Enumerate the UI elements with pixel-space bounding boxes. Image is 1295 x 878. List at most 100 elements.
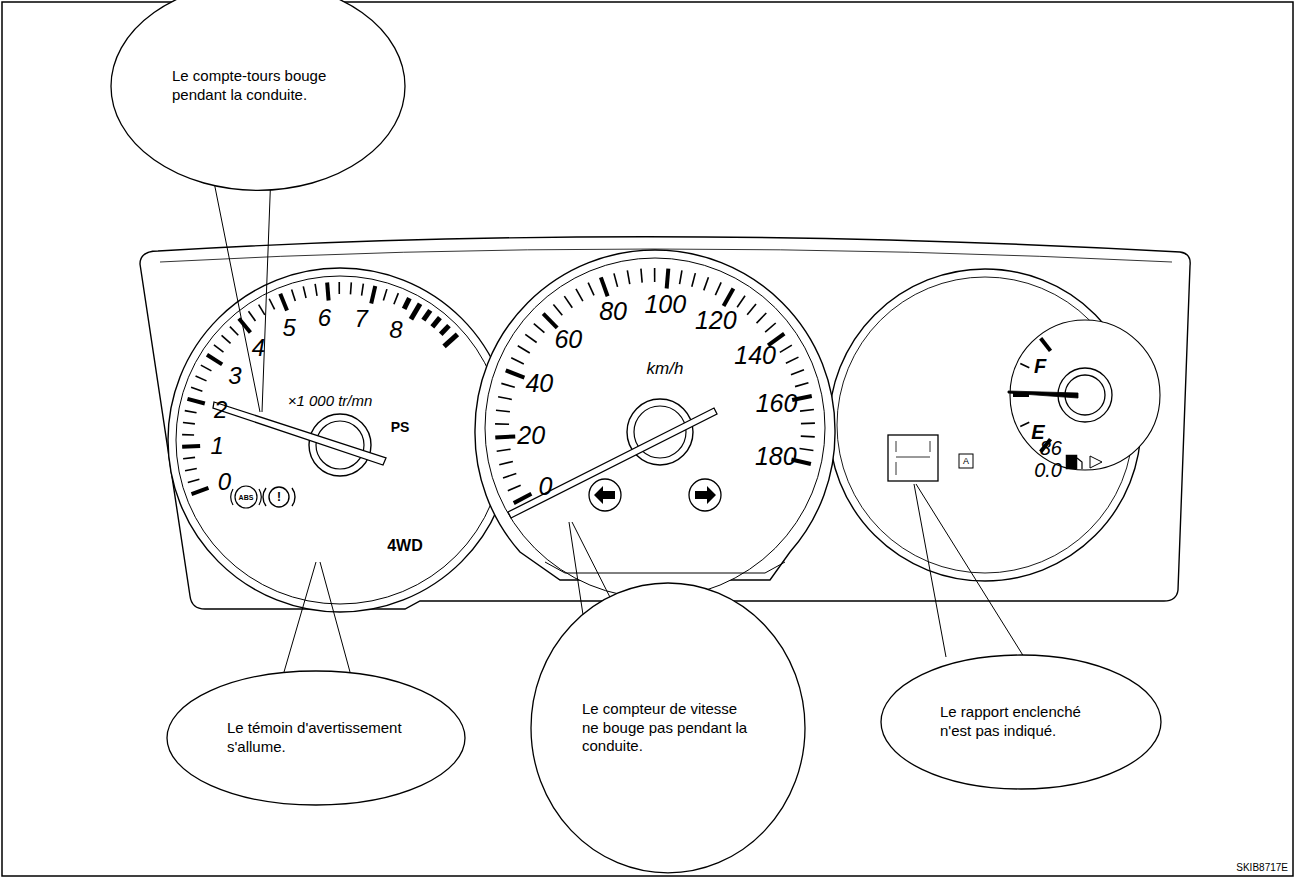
gauge-label: PS [391, 420, 410, 434]
speed-ticks [654, 268, 656, 282]
speed-ticks [553, 304, 562, 315]
fuel-ticks [1041, 338, 1051, 351]
speed-ticks [765, 323, 776, 332]
gauge-label: 7 [354, 307, 367, 331]
tach-ticks [404, 298, 409, 309]
gear-display [888, 435, 938, 481]
tach-ticks [394, 293, 398, 304]
tach-ticks [280, 294, 287, 311]
tach-ticks [185, 468, 197, 470]
speed-ticks [780, 345, 792, 352]
tach-ticks [371, 286, 375, 304]
tach-ticks [432, 318, 440, 327]
tachometer [176, 276, 504, 604]
speed-ticks [724, 289, 734, 306]
gauge-label: 0.0 [1034, 460, 1062, 480]
speed-ticks [704, 277, 709, 290]
leader-line [284, 562, 350, 672]
speed-ticks [601, 277, 608, 296]
speed-ticks [737, 296, 745, 308]
gauge-label: 180 [755, 443, 797, 468]
gauge-label: 6 [318, 306, 331, 330]
speed-ticks [499, 462, 513, 465]
speed-ticks [576, 289, 583, 301]
tach-ticks [201, 365, 212, 371]
gauge-label: ! [277, 491, 281, 503]
tachometer [168, 268, 512, 612]
callout-text: Le compte-tours bouge pendant la conduit… [172, 67, 344, 105]
speed-ticks [497, 449, 511, 451]
right-pod [1090, 456, 1102, 468]
gauge-label: 0 [218, 470, 231, 494]
gauge-label: 60 [554, 327, 582, 352]
tach-ticks [292, 290, 296, 301]
gauge-label: 80 [599, 299, 627, 324]
speed-ticks [747, 304, 756, 315]
speed-ticks [801, 422, 815, 424]
gauge-label: 1 [210, 434, 223, 458]
speed-ticks [800, 449, 814, 451]
tach-ticks [191, 387, 202, 391]
speed-ticks [496, 410, 510, 412]
speed-ticks [757, 313, 767, 323]
tach-needle [213, 402, 386, 465]
speed-ticks [518, 346, 530, 353]
tach-ticks [207, 355, 222, 365]
mode-box [959, 454, 973, 468]
tach-ticks [196, 376, 207, 381]
tach-ticks [362, 284, 364, 296]
tachometer [231, 489, 261, 505]
fuel-needle [1008, 391, 1078, 398]
right-pod [1077, 458, 1082, 469]
fuel-ticks [1020, 363, 1029, 367]
tach-ticks [441, 326, 449, 335]
gauge-label: 8 [389, 318, 402, 342]
gauge-label: A [963, 457, 969, 466]
speed-ticks [564, 296, 572, 308]
abs-icon [235, 486, 257, 508]
tach-ticks [303, 286, 306, 298]
speed-ticks [495, 436, 515, 437]
gauge-label: 2 [214, 398, 227, 422]
tach-ticks [248, 311, 255, 321]
tach-ticks [230, 327, 238, 336]
tach-ticks [183, 457, 195, 458]
callout-ellipse: Le compteur de vitesse ne bouge pas pend… [530, 582, 806, 874]
speedometer [545, 562, 785, 573]
fuel-pump-icon [1066, 455, 1077, 469]
housing [140, 237, 1190, 609]
callout-text: Le compteur de vitesse ne bouge pas pend… [582, 700, 754, 756]
speed-ticks [667, 269, 669, 289]
ellipse-outline [111, 0, 405, 190]
tach-ticks [182, 282, 457, 494]
gauge-label: 5 [283, 316, 296, 340]
tachometer [168, 268, 512, 612]
speed-ticks [525, 334, 536, 342]
tach-ticks [185, 411, 197, 413]
speedometer [475, 250, 835, 598]
callout-text: Le témoin d'avertissement s'allume. [227, 719, 405, 757]
speed-ticks [795, 383, 808, 387]
tach-ticks [183, 423, 195, 424]
speed-ticks [627, 270, 629, 284]
ellipse-outline [881, 655, 1161, 789]
gauge-label: 86 [1040, 438, 1062, 458]
gauge-label: 3 [228, 364, 241, 388]
speed-ticks [506, 370, 525, 377]
gauge-label: km/h [647, 360, 684, 377]
speed-ticks [495, 268, 815, 503]
speed-ticks [495, 423, 509, 425]
callout-ellipse: Le témoin d'avertissement s'allume. [166, 670, 466, 806]
tach-ticks [350, 282, 352, 294]
speed-ticks [534, 324, 545, 333]
gauge-label: 20 [517, 423, 545, 448]
tach-ticks [423, 310, 430, 320]
brake-icon [269, 487, 289, 507]
turn-right-icon [689, 479, 721, 511]
speed-ticks [680, 270, 682, 284]
gauge-label: 140 [734, 342, 776, 367]
ellipse-outline [167, 671, 465, 805]
tach-ticks [187, 399, 204, 404]
tach-ticks [327, 283, 328, 301]
tach-ticks [222, 335, 231, 343]
